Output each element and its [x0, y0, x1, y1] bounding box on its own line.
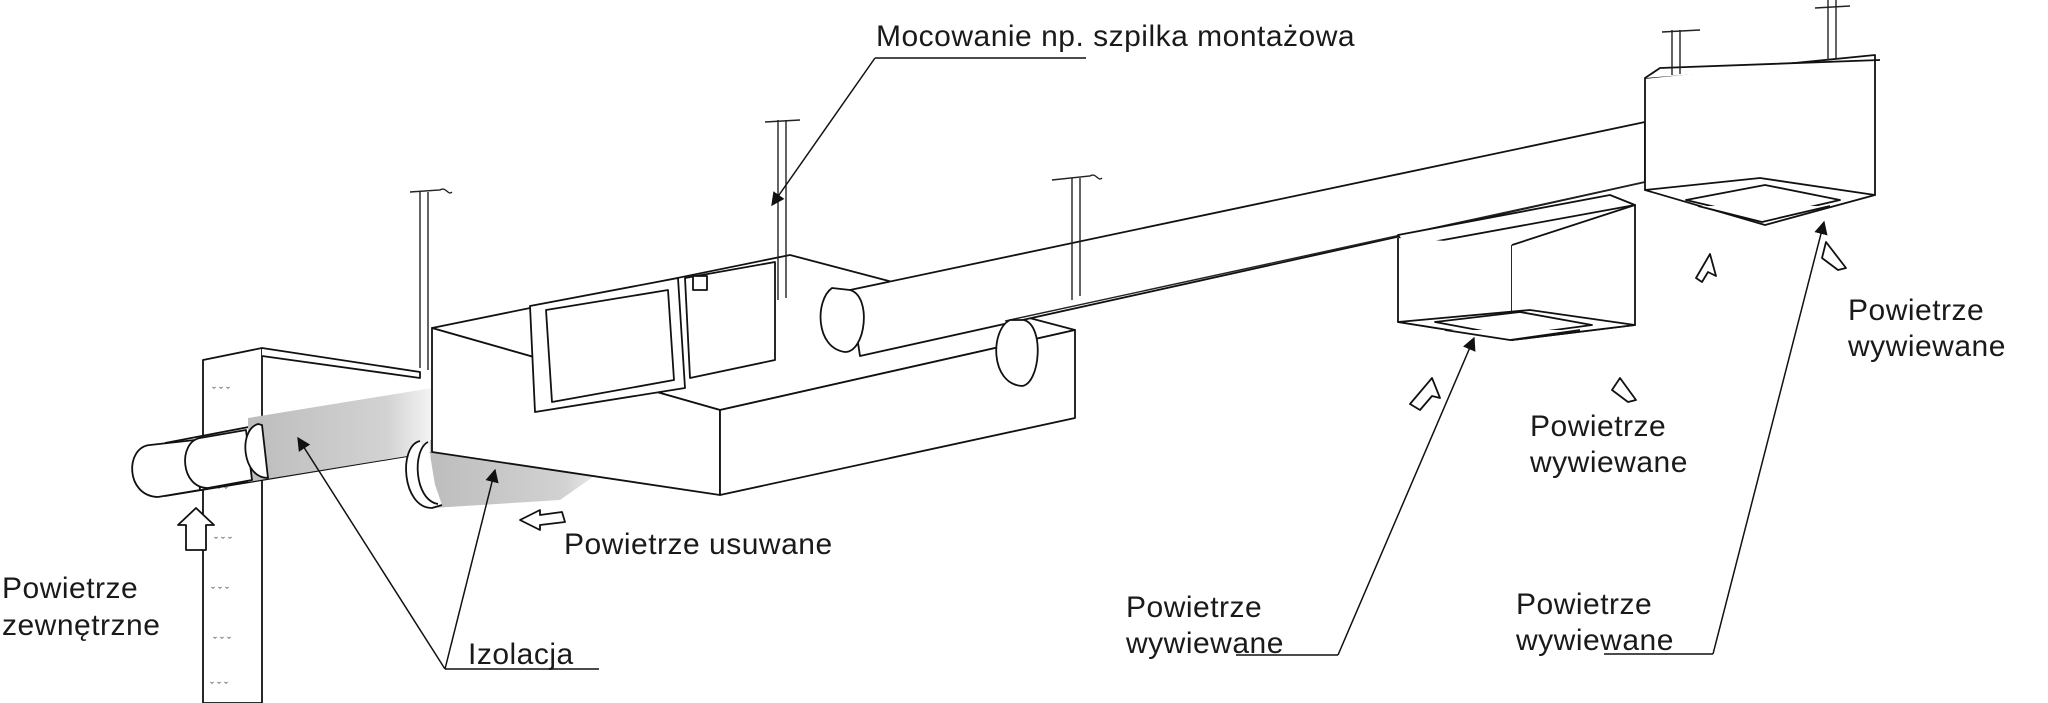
hanging-rods	[409, 0, 1851, 370]
svg-text:ˇ ˇ ˇ: ˇ ˇ ˇ	[212, 384, 230, 398]
arrow-supply-2-icon	[1611, 377, 1637, 403]
mounting-label: Mocowanie np. szpilka montażowa	[876, 20, 1355, 53]
supply-air-label-a-line1: Powietrze	[1530, 410, 1666, 443]
outdoor-air-label-line2: zewnętrzne	[2, 609, 160, 642]
airflow-arrows	[177, 241, 1847, 551]
exhaust-removed-label: Powietrze usuwane	[564, 528, 833, 561]
outdoor-air-duct	[131, 388, 433, 498]
wall-hatching: ˇ ˇ ˇ ˇ ˇ ˇ ˇ ˇ ˇ ˇ ˇ ˇ ˇ ˇ ˇ ˇ ˇ ˇ ˇ ˇ …	[210, 384, 233, 693]
outdoor-air-label-line1: Powietrze	[2, 572, 138, 605]
svg-text:ˇ ˇ ˇ: ˇ ˇ ˇ	[210, 679, 228, 693]
arrow-left-exhaust-icon	[519, 509, 566, 531]
svg-text:ˇ ˇ ˇ: ˇ ˇ ˇ	[214, 534, 232, 548]
supply-air-label-b-line2: wywiewane	[1847, 330, 2006, 363]
supply-air-label-a-line2: wywiewane	[1529, 446, 1688, 479]
supply-air-label-d-line2: wywiewane	[1515, 624, 1674, 657]
svg-text:ˇ ˇ ˇ: ˇ ˇ ˇ	[211, 584, 229, 598]
svg-text:ˇ ˇ ˇ: ˇ ˇ ˇ	[213, 634, 231, 648]
diffuser-box-1	[1397, 194, 1636, 341]
leader-lines	[297, 57, 1828, 670]
arrow-supply-1-icon	[1409, 377, 1441, 411]
insulation-label: Izolacja	[468, 638, 574, 671]
supply-air-label-d-line1: Powietrze	[1516, 588, 1652, 621]
arrow-supply-3-icon	[1695, 253, 1717, 283]
labels: Mocowanie np. szpilka montażowa Powietrz…	[2, 20, 2006, 671]
supply-air-label-c-line1: Powietrze	[1126, 591, 1262, 624]
supply-air-label-b-line1: Powietrze	[1848, 294, 1984, 327]
arrow-up-outdoor-icon	[177, 507, 215, 551]
arrow-supply-4-icon	[1821, 241, 1847, 271]
diffuser-box-2	[1644, 54, 1881, 226]
supply-air-label-c-line2: wywiewane	[1125, 627, 1284, 660]
air-handling-unit	[431, 254, 1076, 496]
